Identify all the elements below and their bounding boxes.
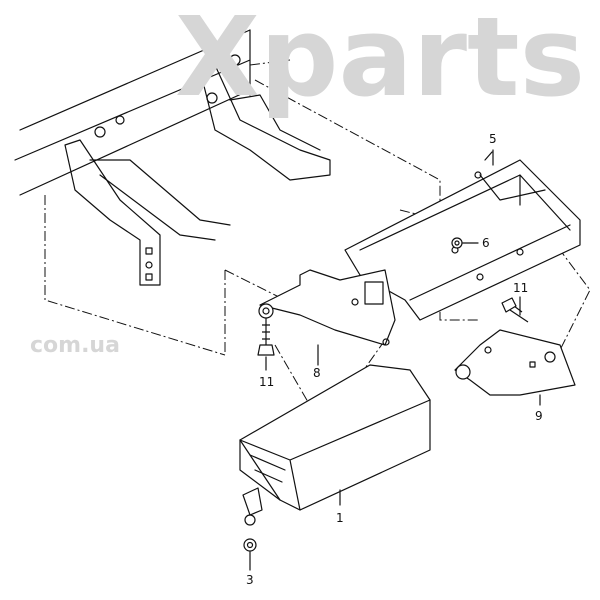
callout-9[interactable]: 9 [535,409,543,423]
cross-member [14,29,331,286]
callout-5[interactable]: 5 [489,132,497,146]
callout-8[interactable]: 8 [313,366,321,380]
callout-1[interactable]: 1 [336,511,344,525]
watermark-brand: Xparts [175,0,586,121]
bolt-11a [257,318,275,356]
callout-6[interactable]: 6 [482,236,490,250]
nut-3 [243,538,257,552]
airbag-module-1 [239,364,431,526]
callout-3[interactable]: 3 [246,573,254,587]
bracket-9 [454,329,576,396]
watermark-domain: com.ua [30,333,120,358]
bolt-11b [501,297,529,323]
nut-6 [451,237,463,249]
bracket-8 [258,269,396,346]
callout-11-left[interactable]: 11 [259,375,275,389]
callout-11-right[interactable]: 11 [513,281,529,295]
leader-lines [249,149,541,571]
assembly-lines [44,59,591,461]
